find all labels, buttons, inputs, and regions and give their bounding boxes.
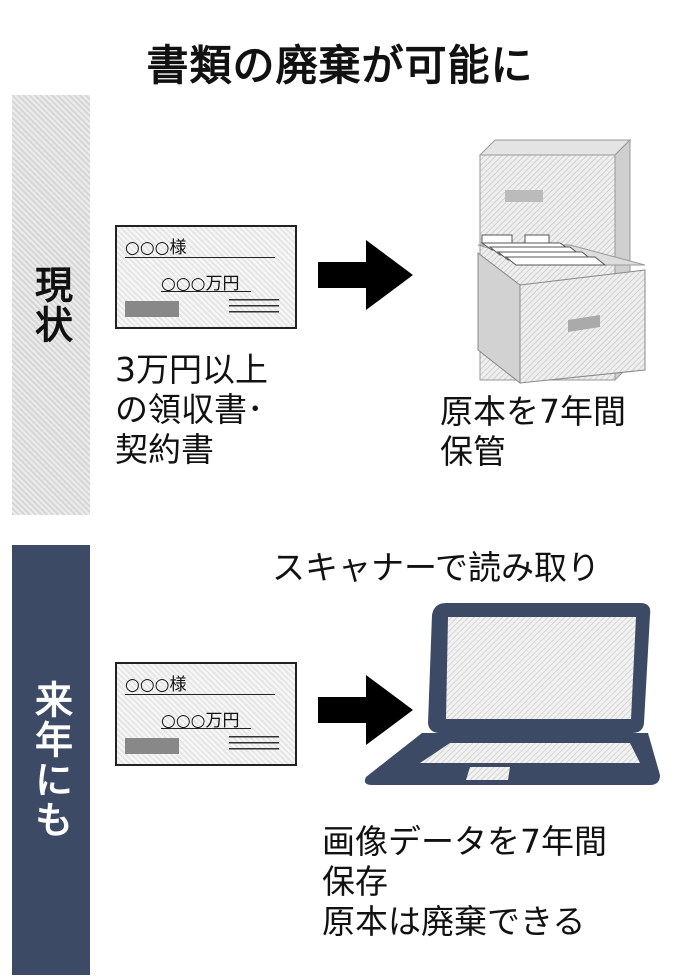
receipt-text-lines xyxy=(229,299,279,317)
result-caption-line: 画像データを7年間 xyxy=(322,822,607,861)
receipt-amount: ○○○万円 xyxy=(161,711,240,731)
result-caption: 画像データを7年間 保存 原本は廃棄できる xyxy=(322,822,607,942)
receipt-stamp-area xyxy=(125,301,179,317)
document-caption: 3万円以上 の領収書･ 契約書 xyxy=(115,350,268,470)
scanner-caption: スキャナーで読み取り xyxy=(272,548,601,587)
storage-caption-line: 原本を7年間 xyxy=(440,392,626,431)
receipt-amount-underline xyxy=(161,728,251,729)
document-caption-line: 3万円以上 xyxy=(115,350,268,389)
label-next-year: 来年にも xyxy=(12,545,90,975)
page-title: 書類の廃棄が可能に xyxy=(146,41,534,90)
label-current-text: 現状 xyxy=(28,265,73,345)
receipt-stamp-area xyxy=(125,738,179,754)
file-cabinet-icon xyxy=(477,138,646,385)
receipt-icon: ○○○様 ○○○万円 xyxy=(115,225,297,329)
storage-caption: 原本を7年間 保管 xyxy=(440,392,626,472)
storage-caption-line: 保管 xyxy=(440,432,506,471)
document-caption-line: の領収書･ xyxy=(115,390,264,429)
receipt-addressee: ○○○様 xyxy=(125,675,187,695)
receipt-amount: ○○○万円 xyxy=(161,274,240,294)
result-caption-line: 保存 xyxy=(322,862,388,901)
result-caption-line: 原本は廃棄できる xyxy=(322,902,586,941)
receipt-addressee: ○○○様 xyxy=(125,238,187,258)
arrow-right-icon xyxy=(318,675,413,745)
document-caption-line: 契約書 xyxy=(115,430,214,469)
receipt-amount-underline xyxy=(161,291,251,292)
laptop-icon xyxy=(364,603,660,785)
label-next-year-text: 来年にも xyxy=(28,680,73,840)
arrow-right-icon xyxy=(318,240,413,310)
label-current: 現状 xyxy=(12,95,90,515)
receipt-text-lines xyxy=(229,736,279,754)
receipt-underline xyxy=(125,694,275,695)
receipt-underline xyxy=(125,257,275,258)
receipt-icon: ○○○様 ○○○万円 xyxy=(115,662,297,766)
